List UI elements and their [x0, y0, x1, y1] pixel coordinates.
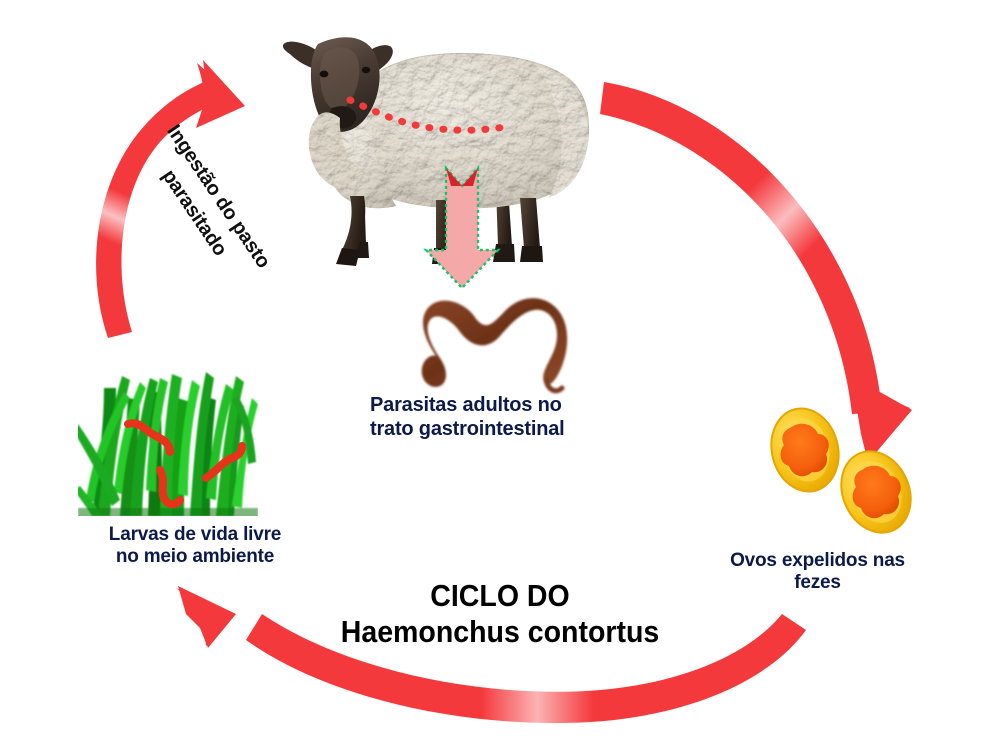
larva — [156, 466, 184, 509]
egg — [770, 407, 840, 493]
arrow-eggs-to-pasture — [176, 586, 806, 724]
arrow-host-to-eggs — [600, 82, 912, 462]
label-free-living-larvae: Larvas de vida livre no meio ambiente — [108, 524, 282, 568]
adult-worm — [421, 298, 568, 394]
arrow-ingestion — [96, 60, 245, 338]
label-eggs-in-feces: Ovos expelidos nas fezes — [730, 550, 905, 594]
egg — [840, 450, 912, 534]
pasture-grass — [78, 368, 258, 516]
larva — [202, 442, 246, 482]
larva — [124, 419, 174, 456]
diagram-title: CICLO DO Haemonchus contortus — [340, 578, 660, 649]
label-adult-parasites: Parasitas adultos no trato gastrointesti… — [370, 394, 565, 440]
sheep-body — [343, 53, 589, 209]
arrow-gi-tract — [423, 164, 501, 290]
sheep-illustration — [282, 37, 589, 266]
gi-tract-dotted-line — [346, 96, 514, 134]
